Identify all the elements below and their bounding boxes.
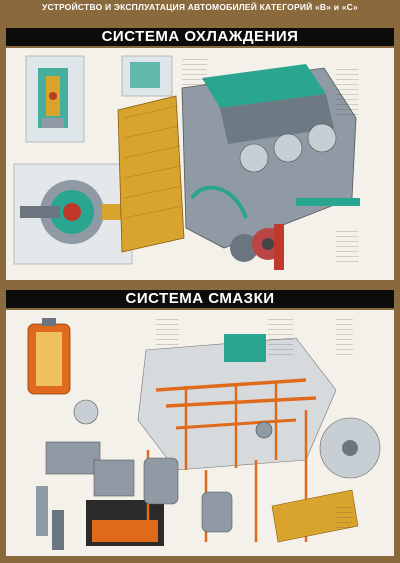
- lubrication-engine-illustration: [27, 318, 381, 550]
- lubrication-section-title: СИСТЕМА СМАЗКИ: [6, 290, 394, 308]
- cooling-labels-right: ————————————————————————————————————————…: [336, 67, 359, 116]
- coolant-pipe: [296, 198, 360, 206]
- thermostat-inset: [25, 55, 85, 143]
- centrifugal-filter: [143, 457, 233, 533]
- cooling-labels-top: ————————————————————————————————————————…: [182, 57, 208, 86]
- lubrication-labels-top-right: ————————————————————————————————————————…: [268, 317, 294, 356]
- lubrication-panel: ————————————————————————————————————————…: [6, 310, 394, 556]
- expansion-tank-inset: [121, 55, 173, 97]
- oil-filter-icon: [27, 318, 71, 395]
- fan-icon: [319, 417, 381, 479]
- water-pump-icon: [13, 163, 133, 265]
- cooling-engine-illustration: [13, 55, 360, 270]
- cooling-panel: ————————————————————————————————————————…: [6, 48, 394, 280]
- header-band: [0, 0, 400, 10]
- oil-pan: [86, 500, 164, 546]
- lubrication-labels-top: ————————————————————————————————————————…: [156, 317, 179, 346]
- lubrication-labels-bottom-right: ——————————————————————————————: [336, 505, 353, 529]
- coolant-hose: [274, 224, 284, 270]
- poster-header: УСТРОЙСТВО И ЭКСПЛУАТАЦИЯ АВТОМОБИЛЕЙ КА…: [42, 2, 358, 12]
- oil-pump-sketches: [36, 399, 135, 550]
- radiator-icon: [117, 95, 185, 253]
- lubrication-labels-right: ————————————————————————————————————————…: [336, 317, 353, 356]
- cooling-labels-bottom-right: ————————————————————————————————————————…: [336, 229, 359, 263]
- cooling-engine-block: [181, 64, 357, 249]
- cooling-section-title: СИСТЕМА ОХЛАЖДЕНИЯ: [6, 28, 394, 46]
- oil-cooler: [271, 489, 359, 543]
